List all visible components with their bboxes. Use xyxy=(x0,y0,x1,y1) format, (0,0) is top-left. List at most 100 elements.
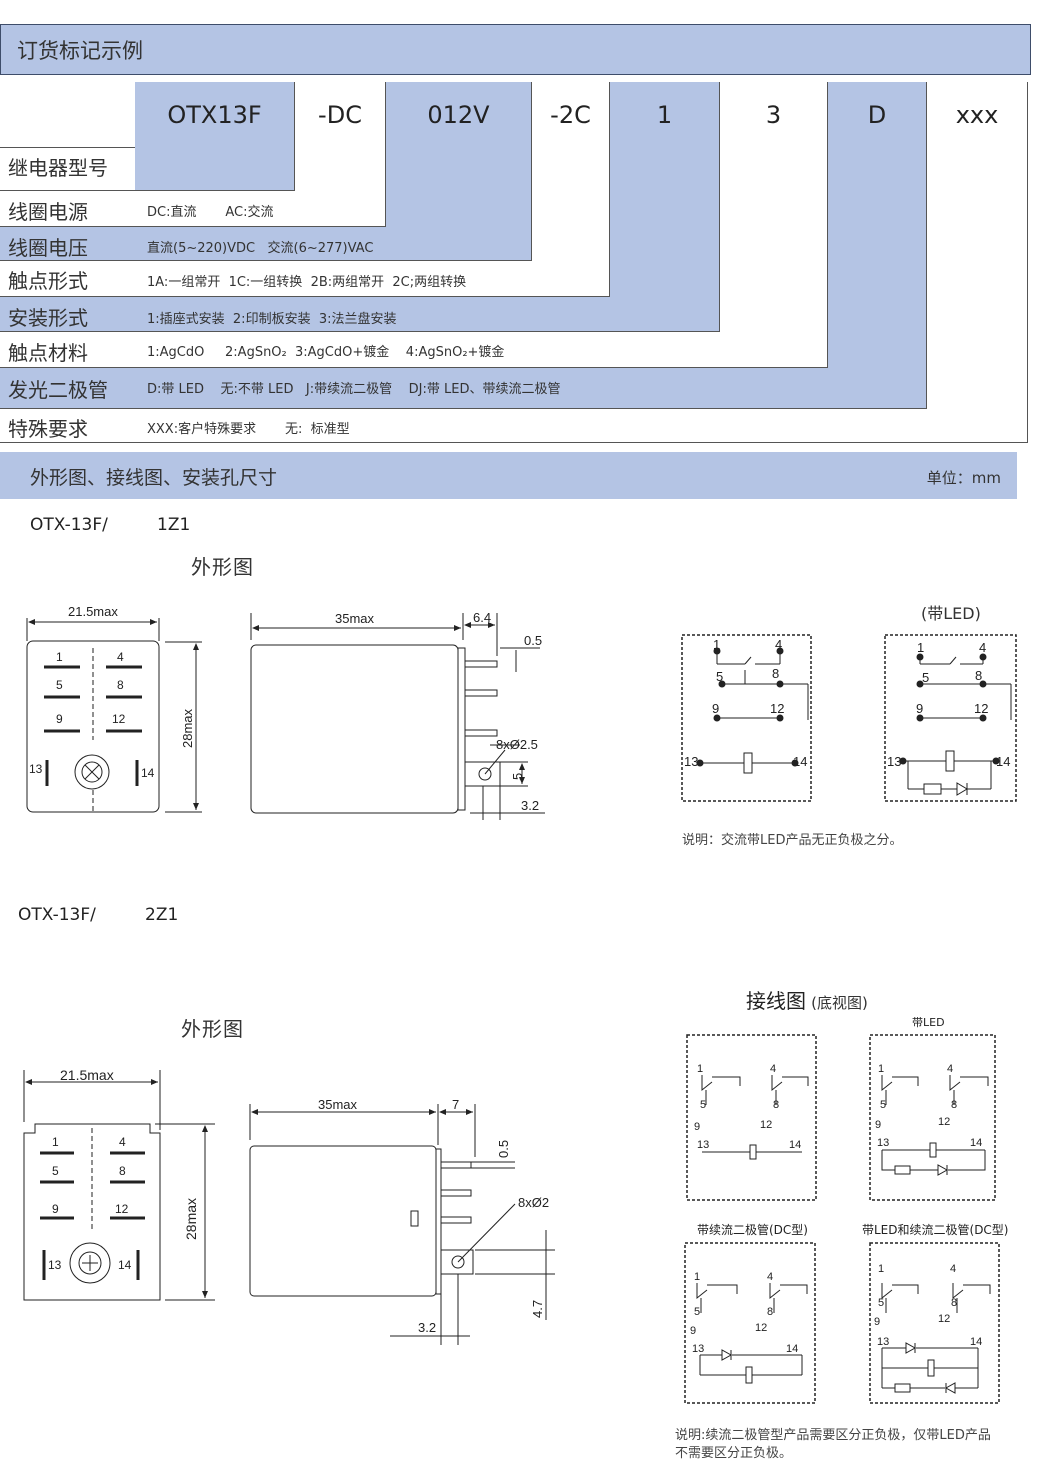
code-voltage: 012V xyxy=(427,101,490,129)
model2-variant: 2Z1 xyxy=(145,905,179,925)
m2-d7-label: 7 xyxy=(452,1097,459,1112)
w2-pin-14: 14 xyxy=(996,754,1010,769)
m1-length-label: 35max xyxy=(335,611,375,626)
w5-pin-14: 14 xyxy=(786,1343,798,1355)
w2-pin-13: 13 xyxy=(887,754,901,769)
m1-pin-4: 4 xyxy=(117,650,124,664)
m1-d32-label: 3.2 xyxy=(521,798,539,813)
code-power: -DC xyxy=(318,101,362,129)
code-special: xxx xyxy=(955,101,999,129)
m1-pin-12: 12 xyxy=(112,712,126,726)
row-desc-power: DC:直流 AC:交流 xyxy=(147,205,274,220)
row-desc-contact: 1A:一组常开 1C:一组转换 2B:两组常开 2C;两组转换 xyxy=(147,275,467,290)
w3-pin-9: 9 xyxy=(694,1121,700,1133)
w4-pin-1: 1 xyxy=(878,1063,884,1075)
row-band-led xyxy=(0,368,926,408)
col-mount xyxy=(610,82,719,331)
w3-pin-13: 13 xyxy=(697,1139,709,1151)
m2-pin-4: 4 xyxy=(119,1135,126,1149)
w4-pin-5: 5 xyxy=(880,1099,886,1111)
wiring-led-lines xyxy=(881,1075,989,1176)
row-label-led: 发光二极管 xyxy=(8,378,108,402)
row-desc-voltage: 直流(5~220)VDC 交流(6~277)VAC xyxy=(147,241,374,256)
row-band-mount xyxy=(0,297,719,331)
m2-holes-label: 8xØ2 xyxy=(518,1195,549,1210)
code-mount: 1 xyxy=(656,101,673,129)
wiring-led-diode-box xyxy=(869,1242,1000,1404)
model1-wiring-led xyxy=(884,634,1017,802)
w4-pin-13: 13 xyxy=(877,1137,889,1149)
led-diode-wiring-label: 带LED和续流二极管(DC型) xyxy=(862,1223,1009,1237)
m1-pin-1: 1 xyxy=(56,650,63,664)
row-label-contact: 触点形式 xyxy=(8,269,88,293)
wiring-title-group: 接线图 (底视图) xyxy=(746,985,868,1014)
unit-label: 单位：mm xyxy=(926,469,1001,487)
w5-pin-4: 4 xyxy=(767,1271,773,1283)
m2-pin-12: 12 xyxy=(115,1202,129,1216)
w5-pin-9: 9 xyxy=(690,1325,696,1337)
m2-width-label: 21.5max xyxy=(60,1067,114,1083)
wiring-title: 接线图 xyxy=(746,989,806,1013)
wiring-basic-lines xyxy=(701,1075,809,1160)
ordering-title: 订货标记示例 xyxy=(17,39,143,63)
model1-wiring-basic-lines xyxy=(696,647,809,774)
model1-wiring-led-lines xyxy=(899,653,1012,796)
note-2-line2: 不需要区分正负极。 xyxy=(675,1446,793,1461)
m1-pin-9: 9 xyxy=(56,712,63,726)
m2-pin-8: 8 xyxy=(119,1164,126,1178)
code-material: 3 xyxy=(765,101,782,129)
m1-d5-label: 5 xyxy=(510,773,525,780)
row-label-power: 线圈电源 xyxy=(8,200,88,224)
wiring-subtitle: (底视图) xyxy=(811,994,868,1012)
w4-pin-4: 4 xyxy=(947,1063,953,1075)
w1-pin-5: 5 xyxy=(716,669,723,684)
w5-pin-8: 8 xyxy=(767,1306,773,1318)
w3-pin-1: 1 xyxy=(697,1063,703,1075)
row-desc-mount: 1:插座式安装 2:印制板安装 3:法兰盘安装 xyxy=(147,312,397,327)
w4-pin-12: 12 xyxy=(938,1116,950,1128)
wiring-basic-box xyxy=(686,1034,817,1201)
model1-side-view xyxy=(250,613,545,820)
row-desc-led: D:带 LED 无:不带 LED J:带续流二极管 DJ:带 LED、带续流二极… xyxy=(147,382,561,397)
w2-pin-4: 4 xyxy=(979,640,986,655)
w5-pin-5: 5 xyxy=(694,1306,700,1318)
m2-pin-13: 13 xyxy=(48,1258,62,1272)
w6-pin-5: 5 xyxy=(878,1297,884,1309)
wiring-led-box xyxy=(869,1034,996,1201)
m2-length-label: 35max xyxy=(318,1097,358,1112)
row-label-mount: 安装形式 xyxy=(8,306,88,330)
row-band-voltage xyxy=(0,227,531,260)
m2-pin-14: 14 xyxy=(118,1258,132,1272)
col-series xyxy=(135,82,294,190)
dimensions-title: 外形图、接线图、安装孔尺寸 xyxy=(30,467,278,489)
row-label-model: 继电器型号 xyxy=(8,156,108,180)
w3-pin-4: 4 xyxy=(770,1063,776,1075)
w1-pin-1: 1 xyxy=(713,637,720,652)
w3-pin-14: 14 xyxy=(789,1139,801,1151)
w6-pin-14: 14 xyxy=(970,1336,982,1348)
code-led: D xyxy=(867,101,887,129)
m2-pin-1: 1 xyxy=(52,1135,59,1149)
row-label-special: 特殊要求 xyxy=(8,417,88,441)
w2-pin-1: 1 xyxy=(917,640,924,655)
m1-pin-5: 5 xyxy=(56,678,63,692)
w3-pin-8: 8 xyxy=(773,1099,779,1111)
model1-front-view xyxy=(26,618,202,813)
m1-pin-8: 8 xyxy=(117,678,124,692)
wiring-diode-box xyxy=(684,1242,816,1404)
row-desc-special: XXX:客户特殊要求 无: 标准型 xyxy=(147,422,350,437)
w1-pin-14: 14 xyxy=(793,754,807,769)
row-label-material: 触点材料 xyxy=(8,341,88,365)
code-model: OTX13F xyxy=(167,101,262,129)
m2-d47-label: 4.7 xyxy=(530,1300,545,1318)
code-contact: -2C xyxy=(550,101,591,129)
w5-pin-1: 1 xyxy=(694,1271,700,1283)
w4-pin-9: 9 xyxy=(875,1119,881,1131)
model2-caption: 外形图 xyxy=(181,1017,244,1041)
w6-pin-9: 9 xyxy=(874,1316,880,1328)
w2-pin-12: 12 xyxy=(974,701,988,716)
m2-d32-label: 3.2 xyxy=(418,1320,436,1335)
w4-pin-14: 14 xyxy=(970,1137,982,1149)
note-1: 说明：交流带LED产品无正负极之分。 xyxy=(682,833,903,848)
